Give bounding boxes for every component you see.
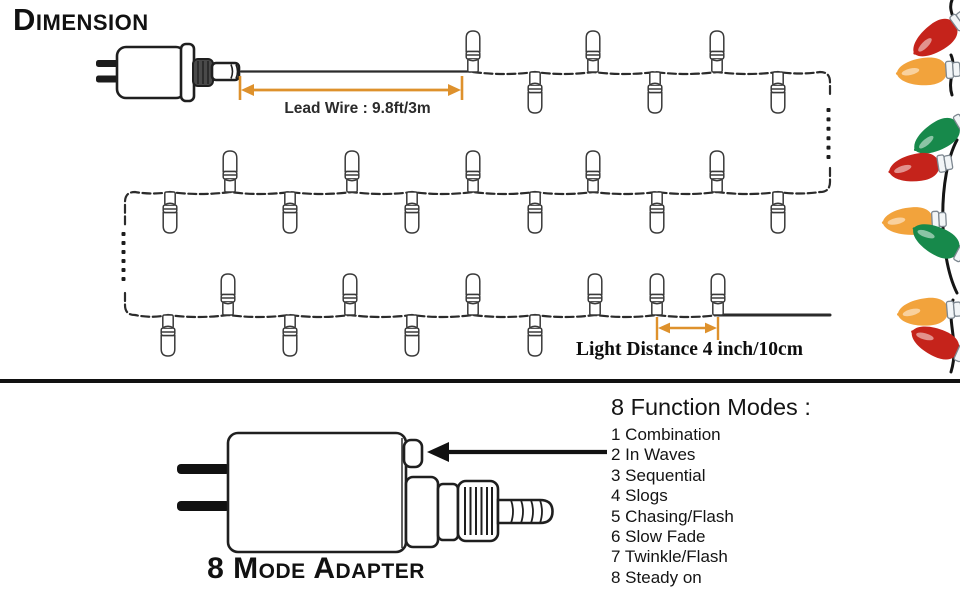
string-lights-diagram bbox=[96, 30, 832, 357]
dimension-title: Dimension bbox=[13, 2, 149, 37]
mode-button-arrow bbox=[427, 442, 607, 462]
mode-item: 6 Slow Fade bbox=[611, 527, 706, 547]
adapter-title: 8 Mode Adapter bbox=[207, 552, 425, 585]
plug-prong bbox=[96, 75, 120, 83]
wire-continuation-dot bbox=[826, 145, 831, 150]
wire-continuation-dot bbox=[826, 155, 831, 159]
string-wire-row3 bbox=[123, 291, 720, 319]
light-distance-label: Light Distance 4 inch/10cm bbox=[576, 339, 803, 360]
adapter-connector bbox=[404, 475, 440, 549]
mode-item: 7 Twinkle/Flash bbox=[611, 547, 728, 567]
mode-button bbox=[402, 438, 424, 469]
wire-continuation-dot bbox=[121, 232, 126, 236]
mode-item: 5 Chasing/Flash bbox=[611, 506, 734, 526]
wire-continuation-dot bbox=[121, 250, 126, 254]
adapter-prong bbox=[177, 501, 230, 511]
light-distance-dimension-arrow bbox=[655, 317, 720, 340]
mode-item: 8 Steady on bbox=[611, 567, 702, 587]
wire-continuation-dot bbox=[826, 136, 831, 141]
adapter-plug-tip bbox=[496, 498, 554, 525]
adapter-connector-ring bbox=[436, 482, 460, 542]
wire-continuation-dot bbox=[121, 277, 126, 281]
wire-continuation-dot bbox=[826, 108, 831, 112]
section-divider bbox=[0, 379, 960, 383]
adapter-diagram bbox=[177, 431, 607, 554]
wire-continuation-dot bbox=[121, 268, 126, 272]
adapter-drawing bbox=[177, 431, 554, 554]
plug-prong bbox=[96, 60, 120, 67]
wire-continuation-dot bbox=[121, 259, 126, 263]
mode-item: 4 Slogs bbox=[611, 486, 668, 506]
wire-continuation-dot bbox=[826, 117, 831, 122]
lead-wire-label: Lead Wire : 9.8ft/3m bbox=[284, 100, 431, 117]
wire-continuation-dot bbox=[121, 241, 126, 245]
decorative-christmas-lights bbox=[880, 0, 960, 374]
power-plug-drawing bbox=[96, 42, 241, 103]
mode-item: 1 Combination bbox=[611, 425, 721, 444]
string-wire-row1 bbox=[471, 70, 832, 98]
string-wire-row2 bbox=[123, 166, 832, 227]
function-modes-title: 8 Function Modes : bbox=[611, 394, 811, 420]
mode-item: 3 Sequential bbox=[611, 465, 706, 485]
wire-continuation-dot bbox=[826, 126, 831, 131]
mode-item: 2 In Waves bbox=[611, 445, 696, 465]
adapter-prong bbox=[177, 464, 230, 474]
lead-wire-dimension-arrow bbox=[238, 76, 464, 100]
adapter-body bbox=[226, 431, 408, 554]
